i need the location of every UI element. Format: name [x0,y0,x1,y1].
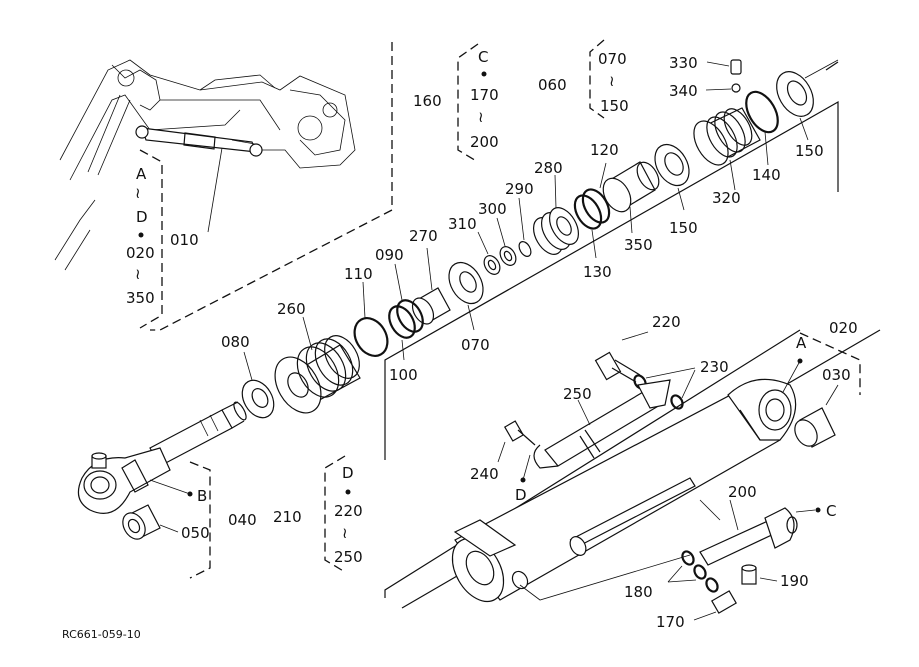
diagram-text: ≀ [609,72,615,90]
group-a-d: A ≀ D 020 ≀ 350 [126,149,163,329]
part-label-170: 170 [656,613,685,631]
part-label-240: 240 [470,465,499,483]
figure-id: RC661-059-10 [62,628,141,641]
part-label-060: 060 [538,76,567,94]
part-label-150a: 150 [669,219,698,237]
part-label-070b: 070 [461,336,490,354]
part-label-160: 160 [413,92,442,110]
part-label-210: 210 [273,508,302,526]
diagram-text: ≀ [135,184,141,202]
diagram-text: ≀ [342,524,348,542]
part-label-340: 340 [669,82,698,100]
machine-inset [54,59,356,271]
part-280 [532,174,580,255]
part-label-260: 260 [277,300,306,318]
ref-a-tube: A [796,334,807,352]
part-330-340 [705,59,742,93]
ref-d-tube: D [515,486,527,504]
group-160: 160 C 170 ≀ 200 [413,43,499,163]
part-label-190: 190 [780,572,809,590]
part-label-020: 020 [829,319,858,337]
part-label-280: 280 [534,159,563,177]
part-020-tube [451,378,797,603]
part-label-250: 250 [563,385,592,403]
part-label-230: 230 [700,358,729,376]
ref-b-label: B [197,487,207,505]
diagram-text: 070 [598,50,627,68]
part-label-030: 030 [822,366,851,384]
part-label-080: 080 [221,333,250,351]
ref-d-label: D [136,208,148,226]
inset-boundary [150,42,393,331]
part-label-130: 130 [583,263,612,281]
part-label-110: 110 [344,265,373,283]
part-070 [448,261,484,331]
part-050 [122,504,179,540]
part-350 [602,161,660,234]
diagram-text: ≀ [135,265,141,283]
part-label-180: 180 [624,583,653,601]
ref-c-label: C [826,502,836,520]
diagram-text: 200 [470,133,499,151]
part-220 [594,331,649,383]
ref-a-label: A [136,165,147,183]
diagram-text: ≀ [478,108,484,126]
assembly-axis-box [384,100,839,460]
part-label-120: 120 [590,141,619,159]
part-label-330: 330 [669,54,698,72]
part-190 [741,564,778,585]
part-260 [274,316,361,414]
group-070: 070 ≀ 150 [589,39,629,119]
part-label-040: 040 [228,511,257,529]
part-label-310: 310 [448,215,477,233]
part-label-200: 200 [728,483,757,501]
part-label-350: 350 [624,236,653,254]
part-label-100: 100 [389,366,418,384]
part-label-050: 050 [181,524,210,542]
part-170 [693,590,737,621]
part-150-right [776,71,814,141]
part-150-left [654,143,690,211]
part-label-090: 090 [375,246,404,264]
group-210: 210 D 220 ≀ 250 [273,455,363,573]
diagram-text: 220 [334,502,363,520]
part-080 [241,351,275,419]
part-label-220: 220 [652,313,681,331]
part-270 [411,247,451,325]
part-250 [533,379,671,469]
part-label-320: 320 [712,189,741,207]
part-label-010: 010 [170,231,199,249]
part-label-140: 140 [752,166,781,184]
tube-box [384,329,801,598]
diagram-text: 250 [334,548,363,566]
diagram-text: D [342,464,354,482]
part-label-290: 290 [505,180,534,198]
diagram-text: 170 [470,86,499,104]
diagram-text: C [478,48,488,66]
part-320 [693,107,761,191]
part-240 [497,420,536,483]
diagram-text: 150 [600,97,629,115]
part-030 [794,384,839,448]
part-label-300: 300 [478,200,507,218]
part-040-rod [77,401,247,514]
part-label-270: 270 [409,227,438,245]
part-label-150b: 150 [795,142,824,160]
part-200 [699,499,821,566]
group-start-label: 020 [126,244,155,262]
group-end-label: 350 [126,289,155,307]
